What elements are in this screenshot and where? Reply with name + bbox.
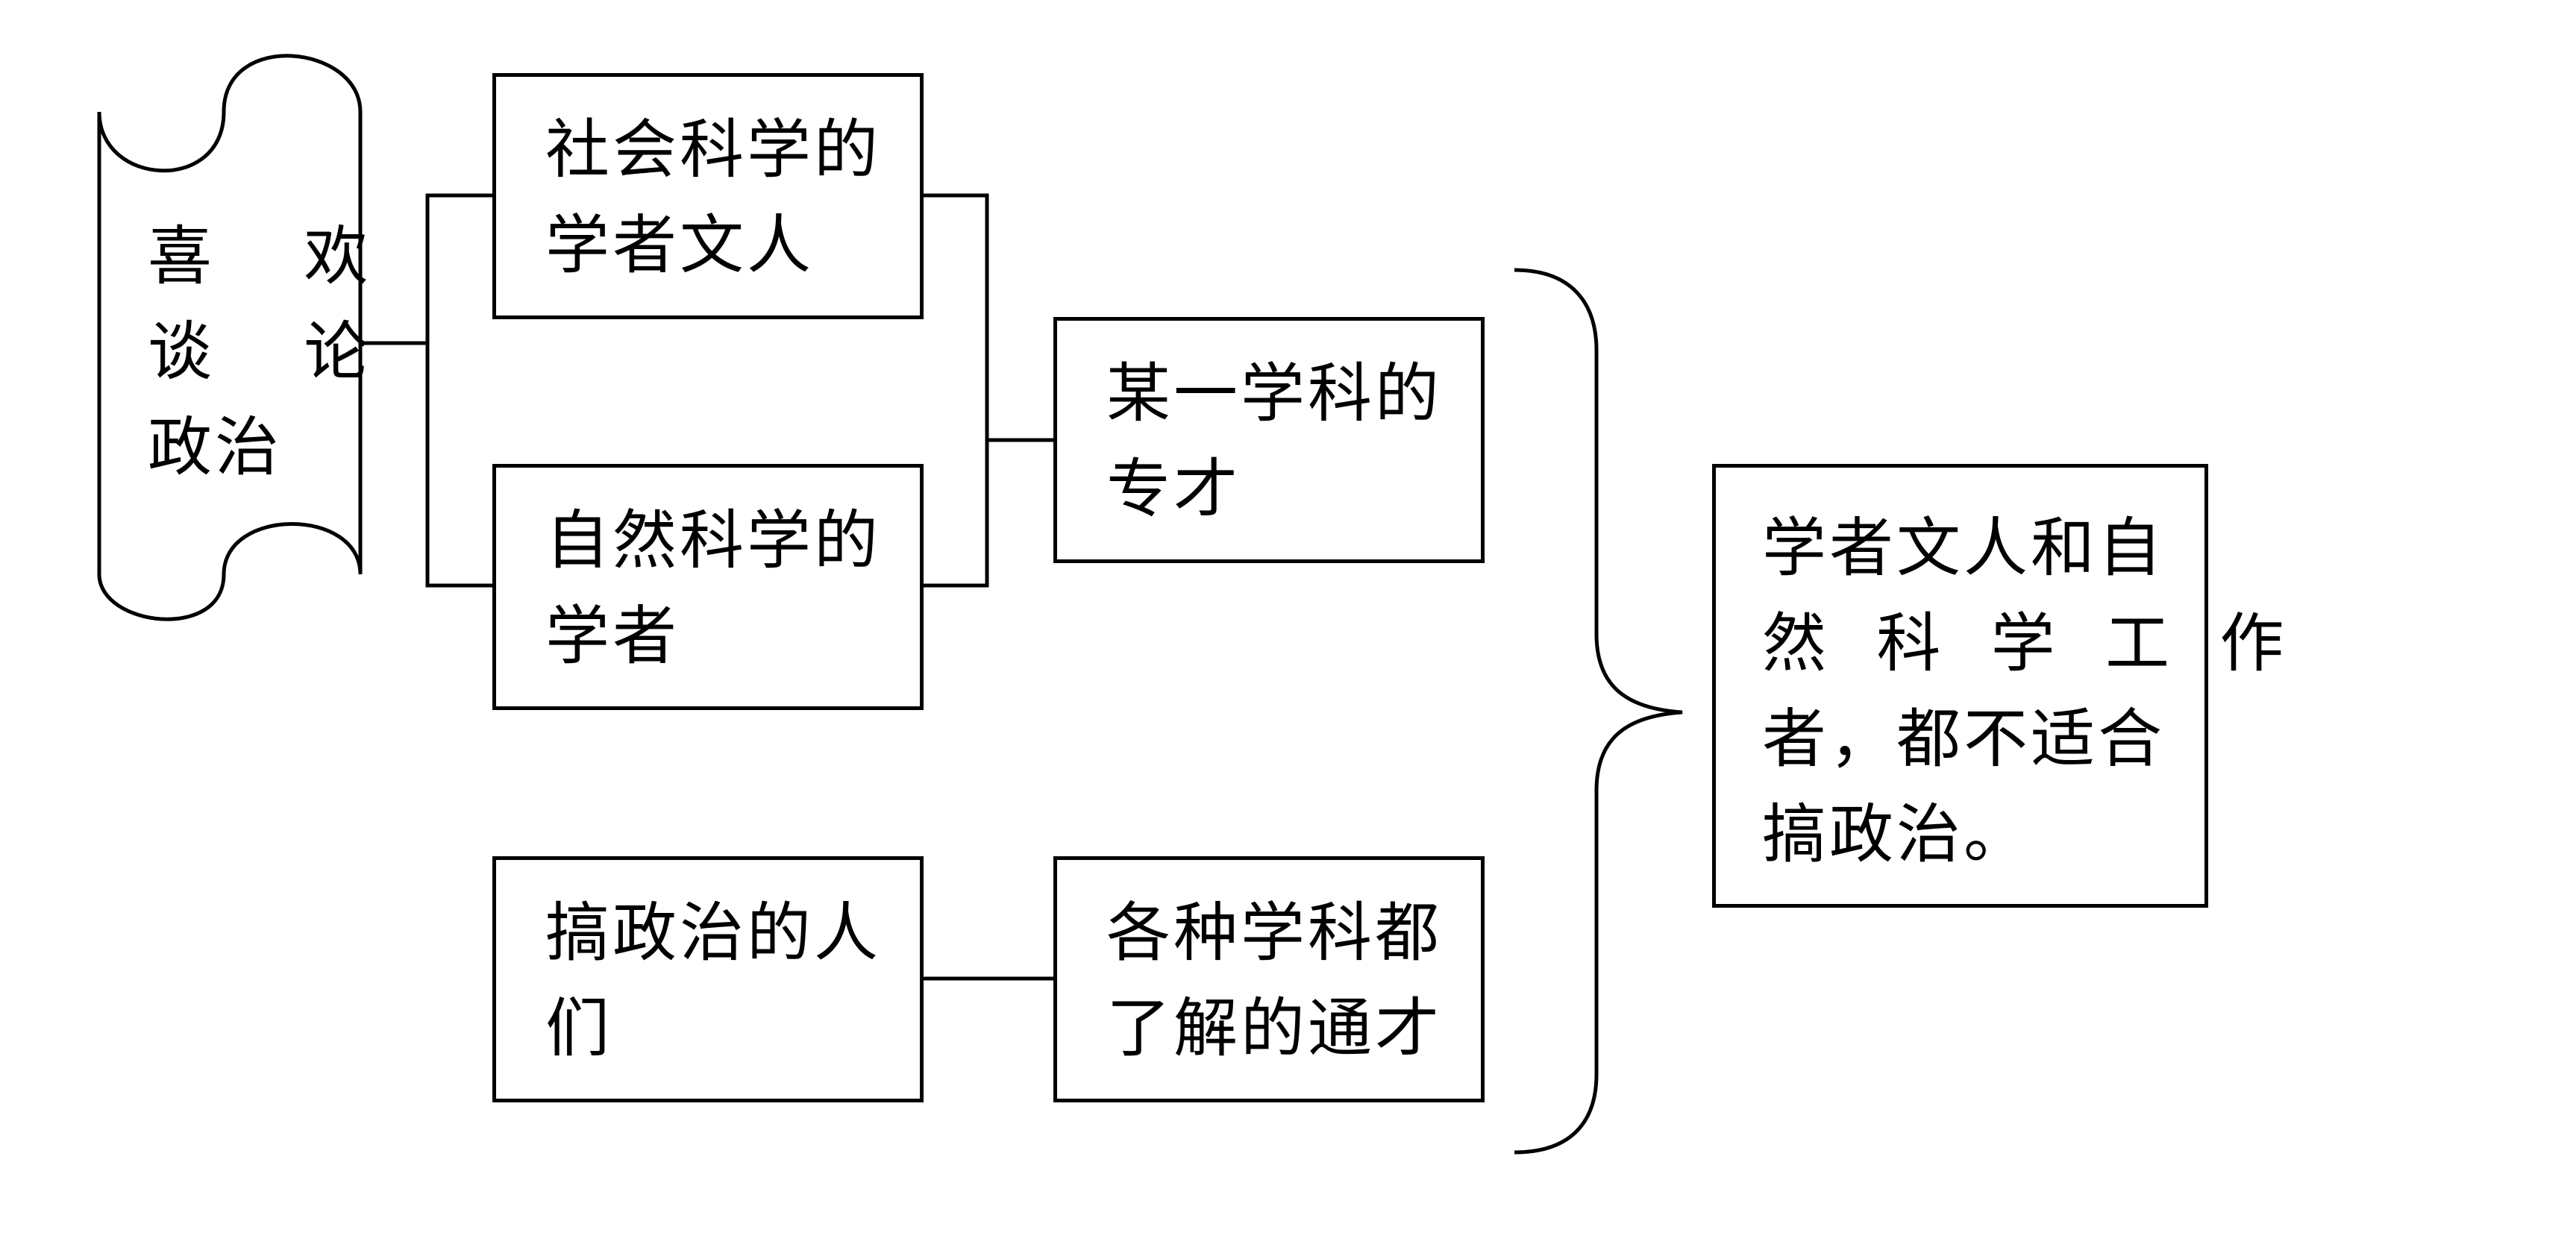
box-specialist-line-2: 专才 xyxy=(1106,452,1241,527)
scroll-line-1: 喜 欢 xyxy=(148,219,404,294)
box-conclusion-line-3: 者，都不适合 xyxy=(1762,702,2165,776)
scholar-bracket xyxy=(920,193,989,588)
box-natural-line-1: 自然科学的 xyxy=(545,503,881,578)
box-generalist-line-1: 各种学科都 xyxy=(1106,896,1442,970)
box-politics-line-2: 们 xyxy=(545,991,612,1066)
box-generalist: 各种学科都 了解的通才 xyxy=(1053,856,1485,1102)
box-social-line-1: 社会科学的 xyxy=(545,113,881,187)
box-conclusion-line-2: 然 科 学 工 作 xyxy=(1762,606,2299,681)
box-conclusion: 学者文人和自 然 科 学 工 作 者，都不适合 搞政治。 xyxy=(1712,464,2284,908)
box-social-line-2: 学者文人 xyxy=(545,208,814,283)
curly-brace xyxy=(1514,268,1683,1155)
box-social-scholars: 社会科学的 学者文人 xyxy=(492,73,924,319)
box-specialist: 某一学科的 专才 xyxy=(1053,317,1485,563)
box-politicians: 搞政治的人 们 xyxy=(492,856,924,1102)
box-natural-line-2: 学者 xyxy=(545,599,680,674)
scroll-line-2: 谈 论 xyxy=(148,315,404,389)
box-politics-line-1: 搞政治的人 xyxy=(545,896,881,970)
box-specialist-line-1: 某一学科的 xyxy=(1106,357,1442,431)
scroll-line-3: 政治 xyxy=(148,410,282,485)
box-generalist-line-2: 了解的通才 xyxy=(1106,991,1442,1066)
left-bracket xyxy=(425,193,492,588)
box-conclusion-line-1: 学者文人和自 xyxy=(1762,511,2165,585)
box-natural-scholars: 自然科学的 学者 xyxy=(492,464,924,710)
box-conclusion-line-4: 搞政治。 xyxy=(1762,797,2031,872)
